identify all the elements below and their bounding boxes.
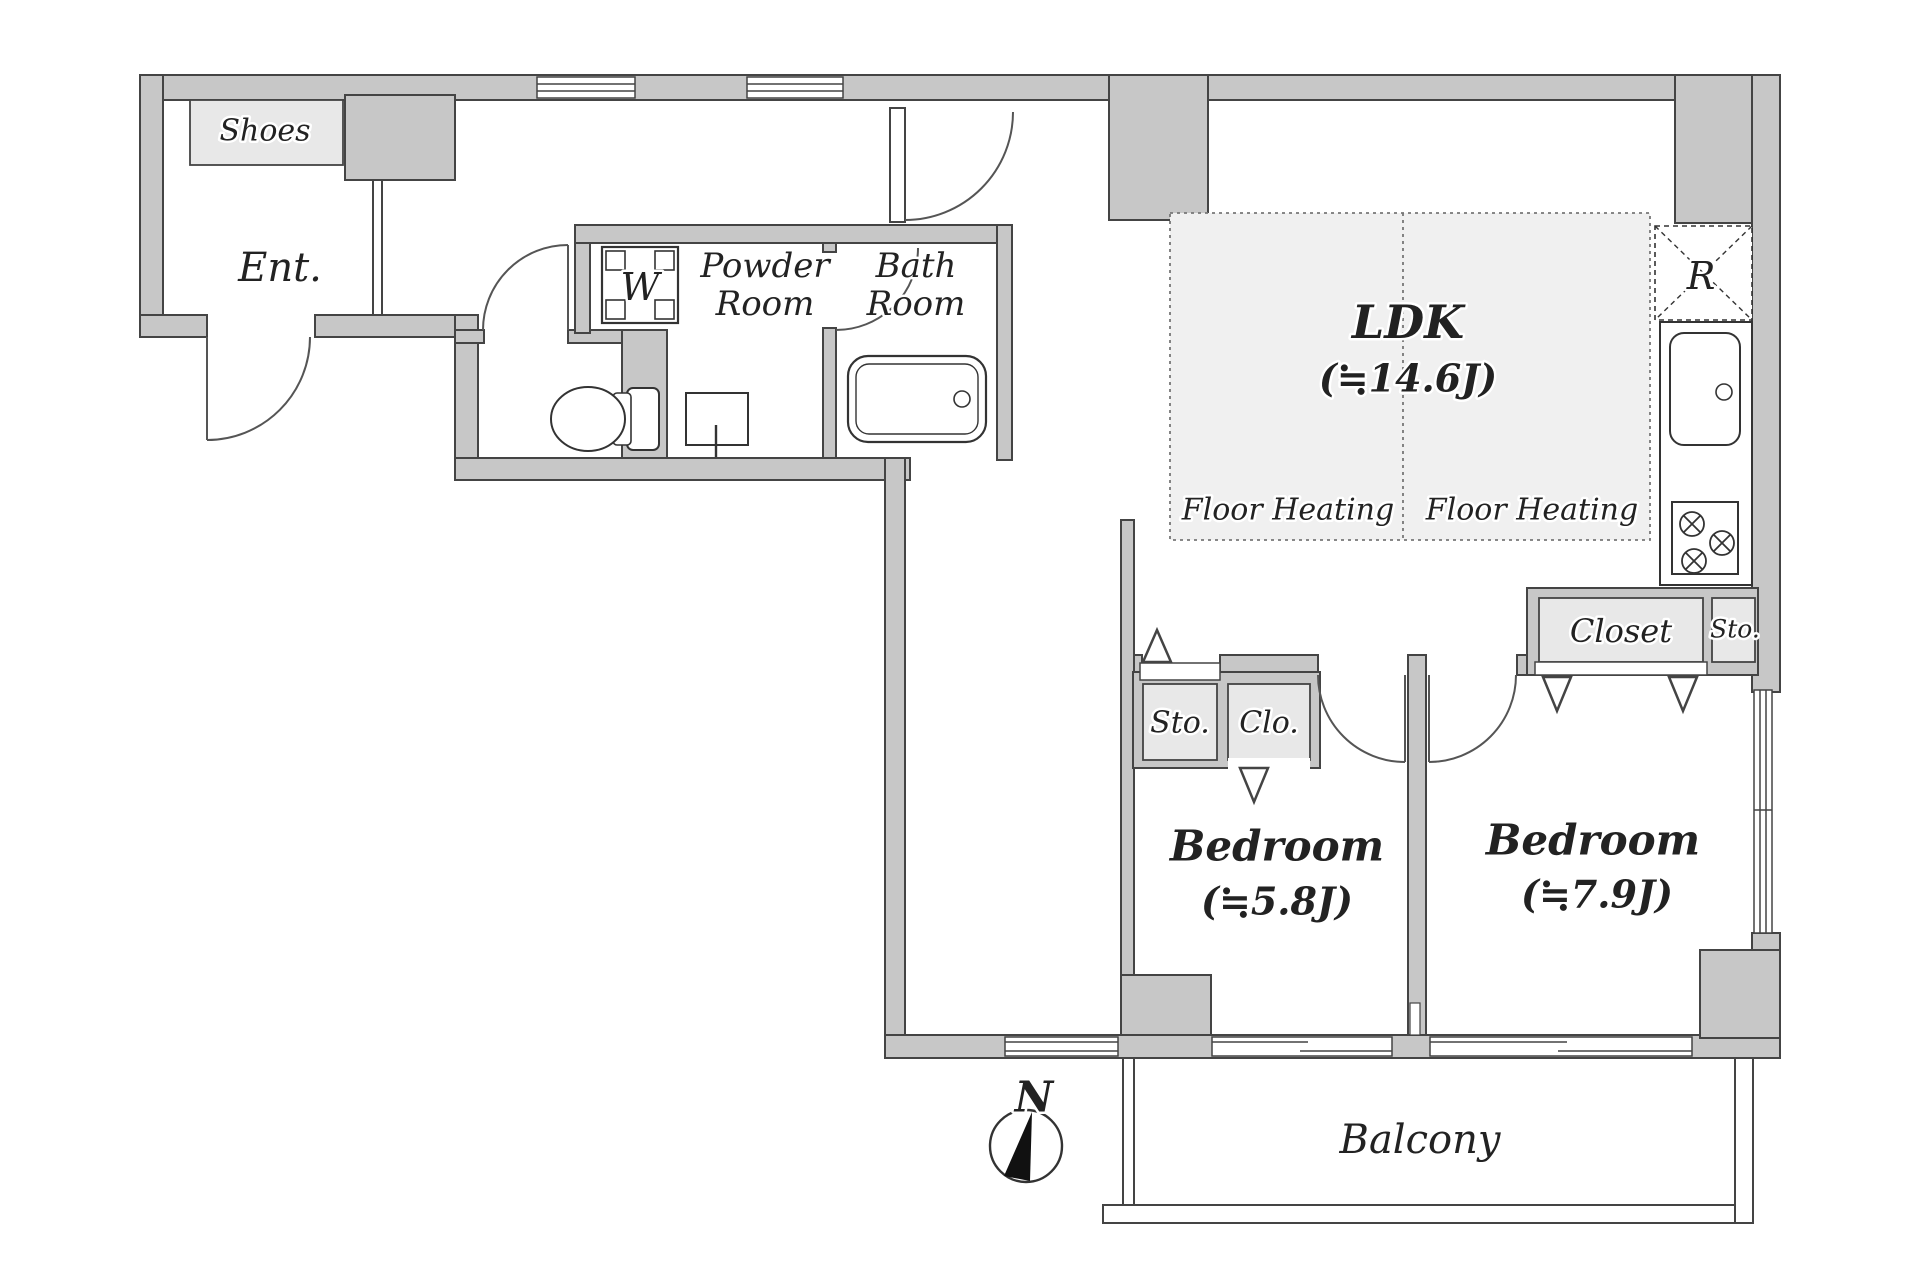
balcony-rail <box>1102 1057 1754 1224</box>
wall-segment <box>139 314 208 338</box>
balcony-rail-right <box>1734 1057 1754 1224</box>
bath-room-label-2: Room <box>866 284 966 324</box>
floor-heating-label-1: Floor Heating <box>1181 493 1394 528</box>
balcony-label: Balcony <box>1339 1117 1502 1163</box>
window <box>1004 1036 1119 1057</box>
wall-pillar <box>1108 74 1209 221</box>
storage-large-label: Sto. <box>1710 615 1760 644</box>
wall-segment <box>454 457 911 481</box>
bedroom-large-label: Bedroom <box>1485 816 1700 865</box>
sliding-window <box>1429 1036 1693 1057</box>
bath-room-label-1: Bath <box>875 246 957 286</box>
storage-box-large <box>1711 597 1756 663</box>
kitchen-counter <box>1659 321 1753 586</box>
ldk-size-label: (≒14.6J) <box>1319 356 1497 401</box>
bedroom-small-label: Bedroom <box>1169 822 1384 871</box>
doors <box>206 111 1517 763</box>
wall-stub <box>889 107 906 223</box>
washer-label: W <box>620 265 662 309</box>
sliding-window <box>1211 1036 1393 1057</box>
door-arc <box>835 247 919 331</box>
balcony-rail-bottom <box>1102 1204 1754 1224</box>
bathtub-icon <box>846 354 988 444</box>
wall-segment <box>454 329 485 344</box>
wall-segment <box>1407 654 1427 1059</box>
floor-heating-label-2: Floor Heating <box>1425 493 1638 528</box>
cabinets <box>189 99 1756 761</box>
entrance-label: Ent. <box>237 245 322 291</box>
north-label: N <box>1013 1073 1055 1122</box>
balcony-wall <box>1122 1057 1135 1206</box>
door-arc <box>1317 674 1406 763</box>
wall-segment <box>314 314 461 338</box>
wall-segment <box>822 242 837 253</box>
wall-segment <box>139 74 164 338</box>
folding-doors <box>1139 626 1708 806</box>
folding-door-icon <box>1238 766 1270 806</box>
refrigerator-icon <box>1654 225 1753 321</box>
door-arc <box>206 336 311 441</box>
closet-box-large <box>1538 597 1704 663</box>
closet-large-label: Closet <box>1570 612 1672 650</box>
folding-door-icon <box>1141 626 1173 664</box>
compass-icon <box>988 1108 1064 1184</box>
shoes-label: Shoes <box>219 114 310 149</box>
wall-pillar <box>1699 949 1781 1039</box>
window <box>1753 689 1773 934</box>
wall-segment <box>344 94 456 181</box>
storage-box-small <box>1142 683 1218 761</box>
door-arc <box>482 244 569 331</box>
wall-segment <box>574 224 1013 244</box>
opening-sill <box>1139 662 1221 681</box>
sink-drain <box>1715 383 1733 401</box>
wall-notch <box>1409 1002 1421 1036</box>
closet-small-label: Clo. <box>1239 706 1299 741</box>
windows-and-openings <box>372 76 1773 1057</box>
powder-room-label-2: Room <box>715 284 815 324</box>
opening-sill <box>1534 661 1708 676</box>
closet-box-small <box>1227 683 1311 761</box>
bedroom-large-size: (≒7.9J) <box>1521 872 1673 917</box>
window <box>536 76 636 99</box>
stove-burners <box>1679 511 1735 574</box>
floor-heating-area <box>1169 212 1651 541</box>
shoes-cabinet <box>189 99 344 166</box>
refrigerator-label: R <box>1686 254 1716 298</box>
powder-room-label-1: Powder <box>699 246 831 286</box>
bedroom-small-size: (≒5.8J) <box>1201 879 1353 924</box>
folding-door-icon <box>1667 675 1699 715</box>
folding-door-icon <box>1541 675 1573 715</box>
door-arc <box>1428 674 1517 763</box>
wall-segment <box>996 224 1013 461</box>
wall-segment <box>822 327 837 459</box>
floor-heating-zone <box>1169 212 1651 541</box>
window <box>746 76 844 99</box>
ldk-label: LDK <box>1350 295 1466 349</box>
toilet-icon <box>550 386 660 452</box>
storage-small-label: Sto. <box>1150 706 1210 741</box>
kitchen-sink-icon <box>1669 332 1741 446</box>
door-arc <box>904 111 1014 221</box>
sink-icon <box>685 392 749 457</box>
washing-machine-icon <box>600 245 680 325</box>
wall-segment <box>884 457 906 1059</box>
